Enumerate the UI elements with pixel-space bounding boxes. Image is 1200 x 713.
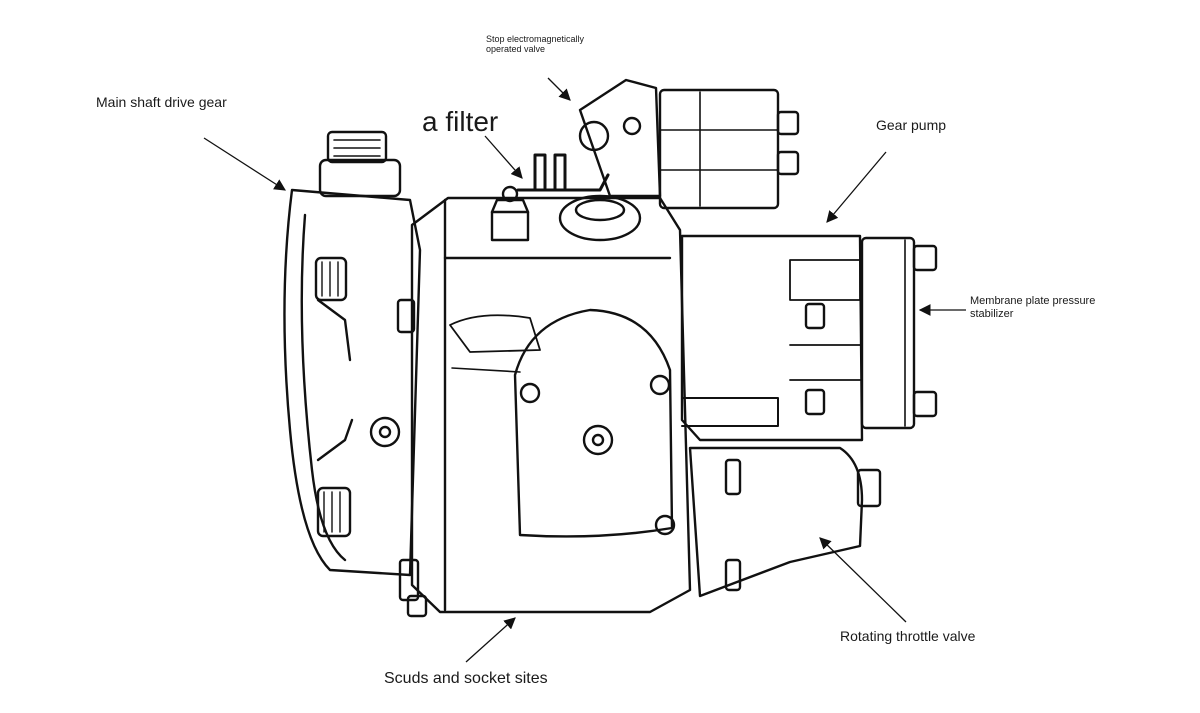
main-body-groove bbox=[449, 314, 541, 353]
throttle-bolt-right bbox=[856, 468, 882, 508]
label-rotating-throttle: Rotating throttle valve bbox=[840, 628, 976, 644]
label-main-shaft: Main shaft drive gear bbox=[96, 94, 227, 110]
shaft-fitting-top bbox=[326, 130, 388, 164]
side-bolt-lower bbox=[398, 558, 420, 602]
solenoid-terminal-lower bbox=[776, 150, 800, 176]
cover-bolt-bottom bbox=[654, 514, 676, 536]
throttle-valve-housing bbox=[688, 446, 864, 598]
arrow-gear-pump bbox=[826, 151, 887, 223]
label-membrane-line2: stabilizer bbox=[970, 307, 1014, 320]
gear-pump-body bbox=[680, 234, 864, 442]
label-stop-valve-line2: operated valve bbox=[486, 44, 546, 55]
main-body bbox=[410, 196, 692, 614]
membrane-stabilizer bbox=[860, 236, 916, 430]
mid-left-boss bbox=[369, 416, 401, 448]
cover-bolt-right bbox=[649, 374, 671, 396]
drive-flange-housing bbox=[283, 188, 422, 577]
shaft-fitting-body bbox=[318, 158, 402, 198]
label-gear-pump: Gear pump bbox=[876, 117, 947, 133]
label-stop-valve-line1: Stop electromagnetically bbox=[486, 34, 585, 44]
top-bolt bbox=[490, 210, 530, 242]
label-scuds: Scuds and socket sites bbox=[384, 670, 548, 687]
filter-cap bbox=[558, 194, 642, 242]
arrow-stop-valve bbox=[547, 77, 571, 101]
upper-left-stud bbox=[314, 256, 348, 302]
governor-cover bbox=[513, 308, 674, 538]
filter-outlet bbox=[516, 153, 610, 192]
shaft-fitting-threads bbox=[333, 139, 381, 157]
arrow-filter bbox=[484, 135, 523, 179]
flange-rib bbox=[316, 298, 352, 362]
stabilizer-bolt-upper bbox=[912, 244, 938, 272]
label-stop-valve: Stop electromagnetically operated valve bbox=[486, 34, 584, 55]
cover-center-stud bbox=[582, 424, 614, 456]
label-membrane: Membrane plate pressure stabilizer bbox=[970, 295, 1095, 320]
label-filter: a filter bbox=[422, 106, 499, 137]
intermediate-shaft bbox=[681, 397, 779, 427]
solenoid-bracket bbox=[578, 78, 662, 198]
solenoid-body bbox=[658, 88, 780, 210]
gear-pump-face bbox=[789, 259, 861, 301]
side-bolt-upper bbox=[396, 298, 416, 334]
flange-inner-curve bbox=[300, 213, 347, 562]
pump-nut-upper bbox=[804, 302, 826, 330]
solenoid-terminal-upper bbox=[776, 110, 800, 136]
solenoid-arm-bolt bbox=[578, 120, 610, 152]
arrow-main-shaft bbox=[203, 137, 286, 191]
label-membrane-line1: Membrane plate pressure bbox=[970, 295, 1096, 307]
flange-rib-2 bbox=[316, 418, 354, 462]
lower-left-stud bbox=[316, 486, 352, 538]
pump-nut-lower bbox=[804, 388, 826, 416]
arrow-throttle bbox=[819, 537, 907, 623]
stabilizer-bolt-lower bbox=[912, 390, 938, 418]
cover-bolt-top bbox=[519, 382, 541, 404]
arrow-scuds bbox=[465, 617, 516, 663]
throttle-bolt-left bbox=[724, 458, 742, 496]
